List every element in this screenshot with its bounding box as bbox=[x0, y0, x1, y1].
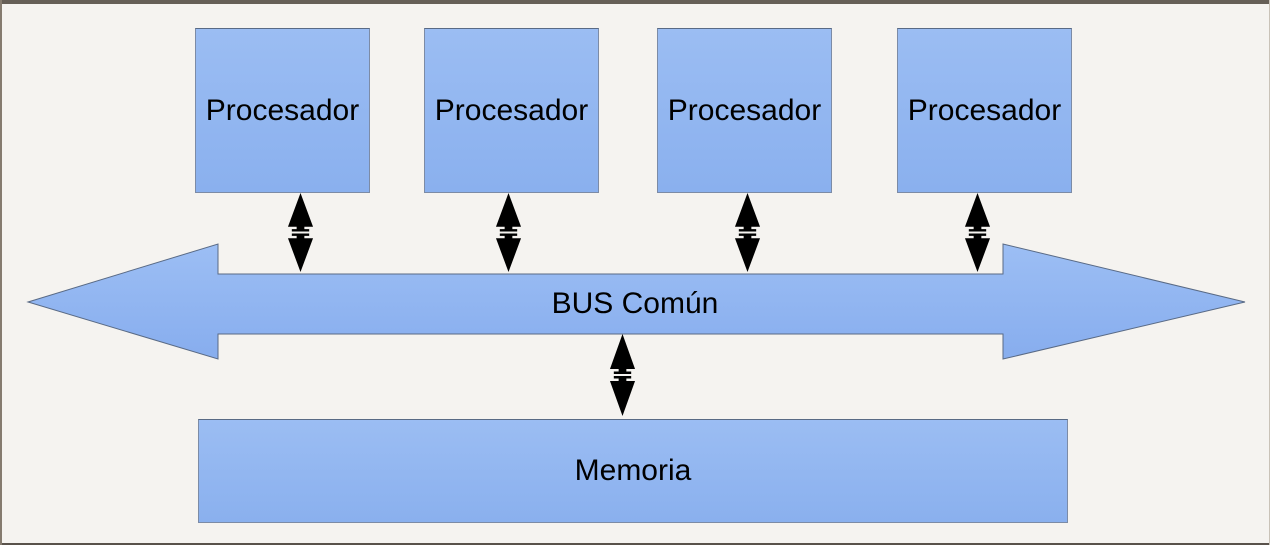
processor-box-2: Procesador bbox=[424, 28, 599, 193]
bidirectional-arrow-icon-bus-memory bbox=[609, 334, 636, 416]
processor-box-3: Procesador bbox=[657, 28, 832, 193]
bus-double-arrow-shape bbox=[26, 243, 1246, 360]
frame-top-strip bbox=[0, 0, 1270, 4]
processor-label-3: Procesador bbox=[667, 93, 822, 127]
processor-box-1: Procesador bbox=[195, 28, 370, 193]
processor-label-2: Procesador bbox=[434, 93, 589, 127]
processor-label-1: Procesador bbox=[205, 93, 360, 127]
processor-box-4: Procesador bbox=[897, 28, 1072, 193]
frame-bottom-strip bbox=[0, 543, 1270, 545]
processor-label-4: Procesador bbox=[907, 93, 1062, 127]
memory-box: Memoria bbox=[198, 419, 1068, 523]
frame-left-strip bbox=[0, 0, 2, 545]
memory-label: Memoria bbox=[574, 454, 692, 487]
